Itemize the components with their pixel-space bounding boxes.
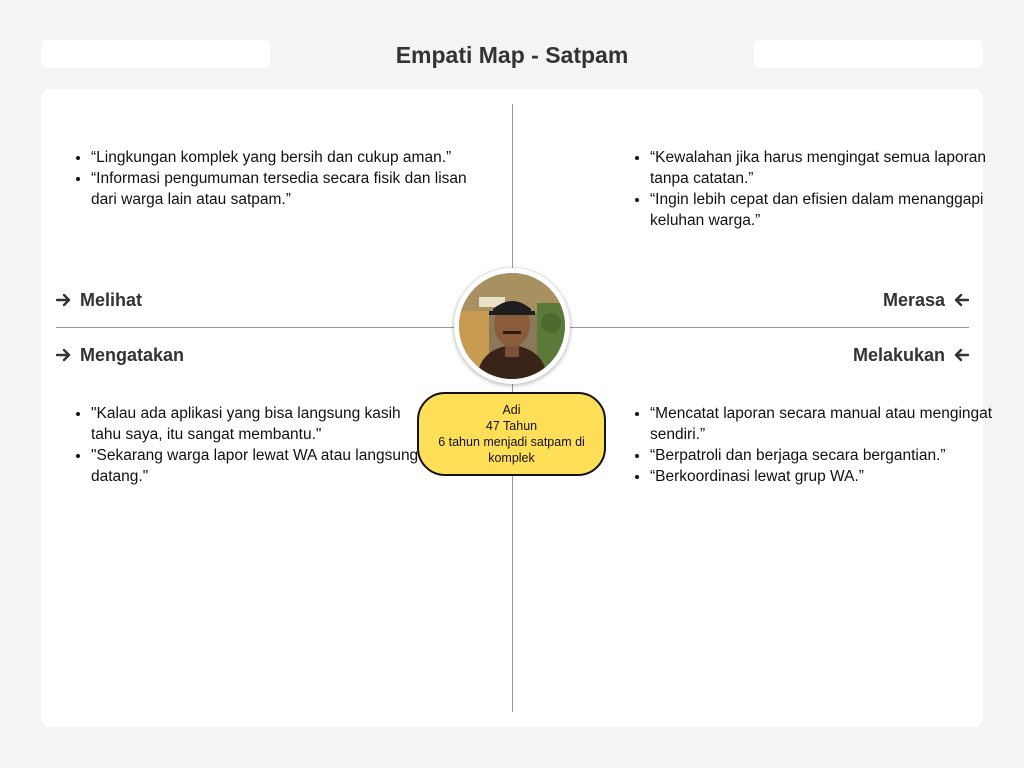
list-item: "Kalau ada aplikasi yang bisa langsung k… — [91, 403, 426, 445]
list-item: "Sekarang warga lapor lewat WA atau lang… — [91, 445, 426, 487]
page-title: Empati Map - Satpam — [395, 42, 629, 68]
header-placeholder-left — [41, 40, 270, 68]
persona-avatar — [454, 268, 570, 384]
persona-description: 6 tahun menjadi satpam di komplek — [438, 435, 585, 465]
list-item: “Berpatroli dan berjaga secara bergantia… — [650, 445, 1005, 466]
melakukan-notes: “Mencatat laporan secara manual atau men… — [615, 403, 1005, 487]
list-item: “Berkoordinasi lewat grup WA.” — [650, 466, 1005, 487]
arrow-right-icon — [56, 348, 71, 362]
mengatakan-notes: "Kalau ada aplikasi yang bisa langsung k… — [56, 403, 426, 487]
label-melakukan-text: Melakukan — [852, 345, 945, 365]
persona-age: 47 Tahun — [485, 419, 538, 433]
arrow-left-icon — [954, 348, 969, 362]
list-item: “Lingkungan komplek yang bersih dan cuku… — [91, 147, 491, 168]
horizontal-divider-left — [56, 327, 456, 328]
persona-photo — [459, 273, 565, 379]
horizontal-divider-right — [569, 327, 969, 328]
label-melihat-text: Melihat — [80, 290, 143, 310]
list-item: “Kewalahan jika harus mengingat semua la… — [650, 147, 995, 189]
arrow-right-icon — [56, 293, 71, 307]
merasa-notes: “Kewalahan jika harus mengingat semua la… — [615, 147, 995, 231]
label-merasa-text: Merasa — [882, 290, 945, 310]
label-mengatakan-text: Mengatakan — [80, 345, 185, 365]
label-melakukan: Melakukan — [853, 344, 969, 366]
persona-name: Adi — [502, 403, 521, 417]
list-item: “Ingin lebih cepat dan efisien dalam men… — [650, 189, 995, 231]
list-item: “Mencatat laporan secara manual atau men… — [650, 403, 1005, 445]
list-item: “Informasi pengumuman tersedia secara fi… — [91, 168, 491, 210]
persona-card: Adi 47 Tahun 6 tahun menjadi satpam di k… — [417, 392, 606, 476]
header-placeholder-right — [754, 40, 983, 68]
arrow-left-icon — [954, 293, 969, 307]
label-mengatakan: Mengatakan — [56, 344, 184, 366]
label-melihat: Melihat — [56, 289, 142, 311]
label-merasa: Merasa — [883, 289, 969, 311]
melihat-notes: “Lingkungan komplek yang bersih dan cuku… — [56, 147, 491, 210]
